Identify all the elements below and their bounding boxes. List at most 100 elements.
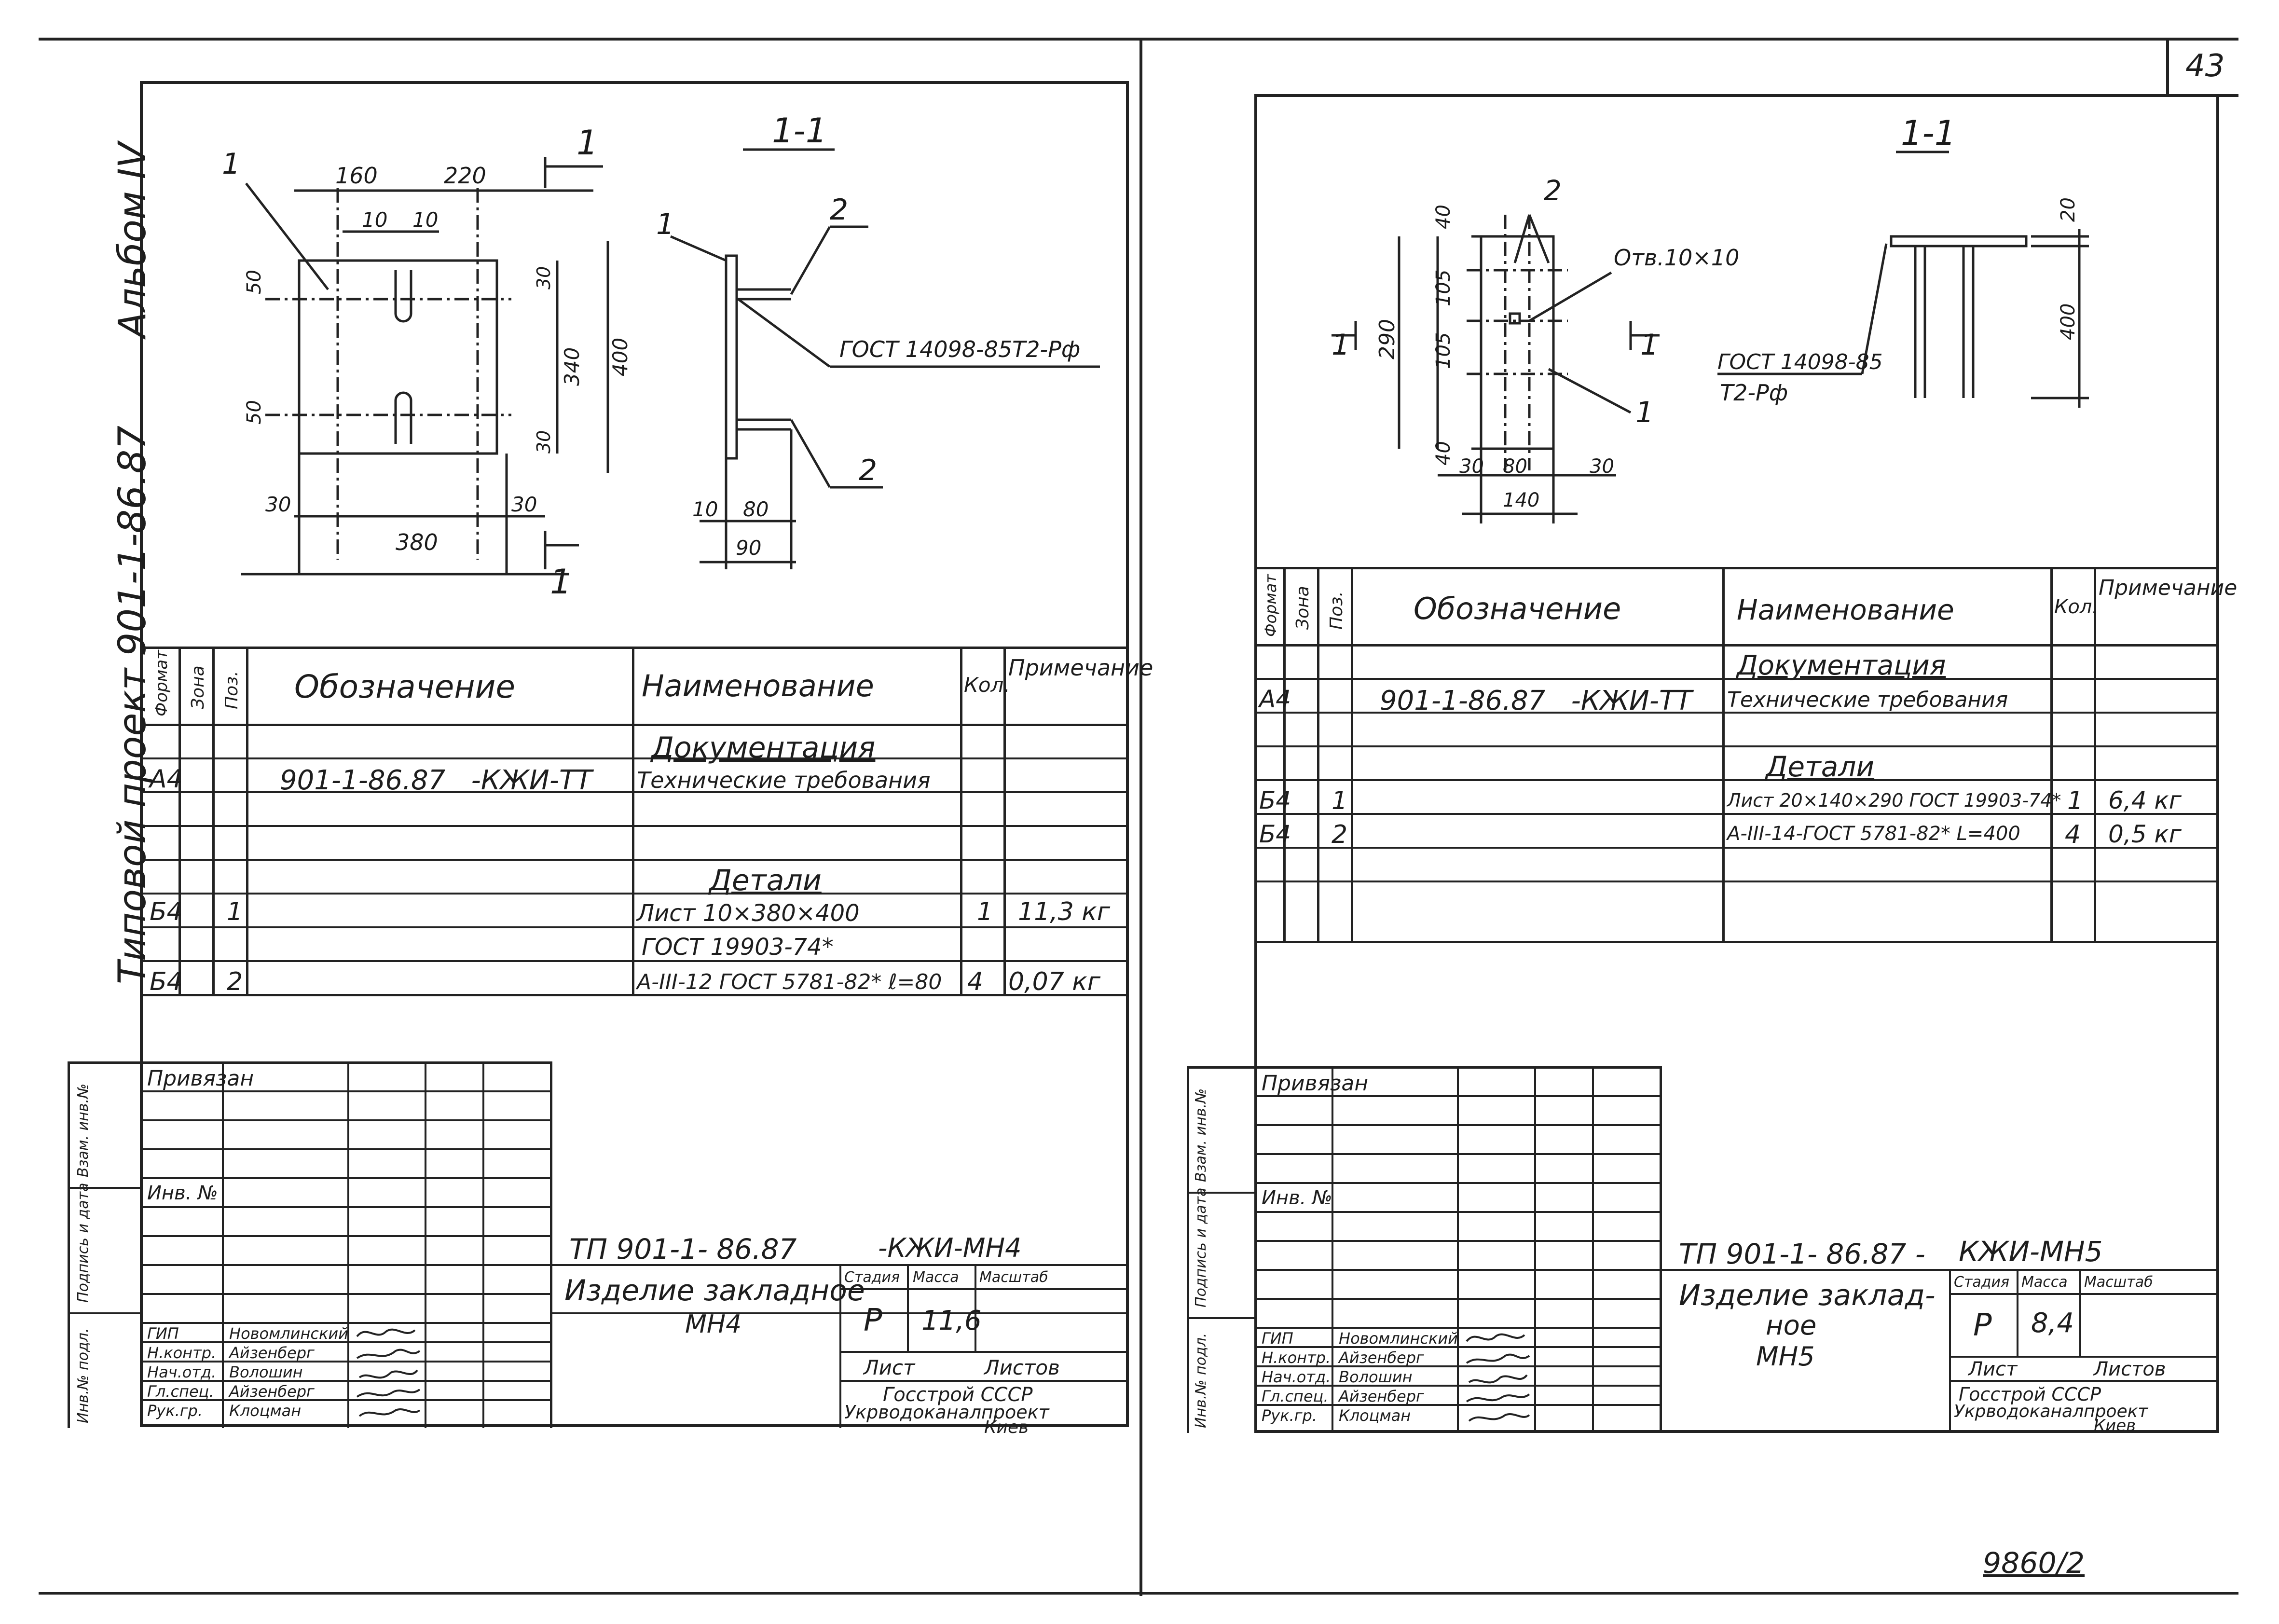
sheet-top-border: [39, 38, 2238, 41]
left-person2-role: Нач.отд.: [147, 1363, 217, 1381]
left-gost-weld: ГОСТ 14098-85Т2-Рф: [839, 336, 1080, 362]
right-dim-20: 20: [2057, 197, 2079, 222]
right-row2-qty: 4: [2065, 820, 2081, 849]
right-pos2: 2: [1544, 174, 1562, 207]
right-section-parts: Детали: [1766, 750, 1875, 783]
right-section-mark-left: 1: [1332, 328, 1350, 362]
left-stage: Р: [864, 1303, 882, 1338]
right-hdr-zone: Зона: [1293, 586, 1313, 630]
right-stage-h: Стадия: [1954, 1274, 2010, 1291]
left-dim-380: 380: [396, 529, 438, 555]
right-gost-bottom: Т2-Рф: [1720, 380, 1788, 406]
right-stage: Р: [1973, 1307, 1992, 1343]
right-code-suffix: КЖИ-МН5: [1959, 1235, 2103, 1268]
left-sheet-h: Лист: [864, 1356, 915, 1379]
right-row1-format: Б4: [1259, 786, 1291, 814]
right-person0-role: ГИП: [1262, 1329, 1293, 1348]
right-dim-105a: 105: [1432, 270, 1455, 306]
left-title: Изделие закладное: [564, 1274, 865, 1307]
left-section-parts: Детали: [709, 864, 822, 897]
right-hdr-qty: Кол.: [2054, 596, 2099, 618]
page-number: 43: [2185, 48, 2225, 84]
right-pos1: 1: [1635, 396, 1654, 429]
right-drawing: 1-1 2 Отв.10×10 1 1 1 ГОСТ 14098-85 Т2-Р…: [1332, 113, 2089, 523]
left-sheets-h: Листов: [984, 1356, 1060, 1379]
left-row1-qty: 1: [977, 897, 993, 926]
left-spec-table: Формат Зона Поз. Обозначение Наименовани…: [140, 647, 1153, 1018]
left-inv-no: Инв. №: [147, 1182, 218, 1204]
right-dim-30b: 30: [1590, 455, 1614, 478]
right-row0-format: А4: [1259, 685, 1291, 713]
left-row3-pos: 2: [227, 967, 243, 996]
right-row0-name: Технические требования: [1727, 688, 2008, 712]
right-side-label-0: Инв.№ подл.: [1193, 1333, 1209, 1428]
right-hdr-designation: Обозначение: [1414, 591, 1621, 626]
left-row3-note: 0,07 кг: [1008, 967, 1101, 996]
right-code: ТП 901-1- 86.87 -: [1679, 1238, 1925, 1270]
left-title-sub: МН4: [685, 1310, 742, 1339]
left-org3: Киев: [984, 1418, 1029, 1437]
right-person2-role: Нач.отд.: [1262, 1368, 1331, 1386]
left-scale-h: Масштаб: [979, 1269, 1048, 1286]
left-hdr-pos: Поз.: [222, 671, 242, 709]
right-dim-105b: 105: [1432, 332, 1455, 369]
right-section-mark-right: 1: [1640, 328, 1659, 362]
left-privyazan: Привязан: [147, 1066, 254, 1091]
left-row2-name: ГОСТ 19903-74*: [642, 934, 834, 961]
right-hdr-note: Примечание: [2099, 576, 2238, 600]
left-hdr-name: Наименование: [642, 668, 874, 703]
left-person4-role: Рук.гр.: [147, 1402, 203, 1420]
right-sheets-h: Листов: [2094, 1358, 2166, 1380]
left-side-label-2: Взам. инв.№: [75, 1083, 92, 1177]
right-org2: Укрводоканалпроект: [1954, 1402, 2148, 1421]
right-mass: 8,4: [2031, 1307, 2074, 1339]
right-dim-290: 290: [1375, 319, 1400, 359]
right-title-sub: ное: [1766, 1310, 1817, 1341]
right-row2-format: Б4: [1259, 820, 1291, 848]
left-section-label: 1-1: [772, 111, 827, 151]
right-row1-name: Лист 20×140×290 ГОСТ 19903-74*: [1727, 790, 2061, 811]
left-dim-50b: 50: [243, 400, 265, 425]
left-section-mark-top: 1: [577, 123, 598, 163]
right-sheet-h: Лист: [1968, 1358, 2018, 1380]
left-dim-10b: 10: [412, 208, 438, 232]
right-dim-140: 140: [1503, 489, 1539, 511]
archive-number: 9860/2: [1983, 1546, 2085, 1580]
left-frame: [140, 81, 1129, 1427]
right-privyazan: Привязан: [1262, 1071, 1369, 1096]
left-person1-role: Н.контр.: [147, 1344, 217, 1362]
right-person3-role: Гл.спец.: [1262, 1387, 1329, 1405]
right-scale-h: Масштаб: [2084, 1274, 2153, 1291]
left-row1-pos: 1: [227, 897, 243, 926]
left-person1-name: Айзенберг: [229, 1344, 315, 1362]
sheet-bottom-line: [39, 1592, 2238, 1595]
left-person0-role: ГИП: [147, 1324, 179, 1343]
left-dim-30c: 30: [265, 493, 291, 516]
left-dim-10a: 10: [362, 208, 387, 232]
left-dim-90: 90: [736, 536, 761, 560]
right-dim-400: 400: [2057, 303, 2079, 340]
left-pos1: 1: [222, 147, 240, 181]
right-frame: [1254, 94, 2219, 1433]
right-side-label-1: Подпись и дата: [1193, 1187, 1209, 1308]
left-row0-format: А4: [150, 765, 183, 794]
right-section-label: 1-1: [1901, 113, 1956, 153]
left-mass: 11,6: [921, 1305, 982, 1336]
right-row0-designation: 901-1-86.87 -КЖИ-ТТ: [1380, 685, 1692, 716]
right-hole: Отв.10×10: [1614, 245, 1739, 271]
left-drawing: 160 220 10 10 50 50 30 30 340 400 30 380…: [222, 111, 1100, 602]
left-dim-400: 400: [608, 338, 632, 376]
left-person3-role: Гл.спец.: [147, 1382, 214, 1401]
left-row1-format: Б4: [150, 897, 183, 926]
right-org1: Госстрой СССР: [1959, 1384, 2101, 1405]
right-row1-qty: 1: [2067, 786, 2084, 815]
left-stage-h: Стадия: [844, 1269, 900, 1286]
right-row1-pos: 1: [1332, 786, 1348, 815]
right-inv-no: Инв. №: [1262, 1187, 1332, 1209]
left-row0-name: Технические требования: [637, 767, 931, 793]
left-pos1-section: 1: [656, 207, 674, 241]
right-org3: Киев: [2094, 1416, 2136, 1435]
left-org2: Укрводоканалпроект: [844, 1402, 1049, 1423]
left-hdr-note: Примечание: [1008, 655, 1153, 681]
left-person4-name: Клоцман: [229, 1402, 302, 1420]
